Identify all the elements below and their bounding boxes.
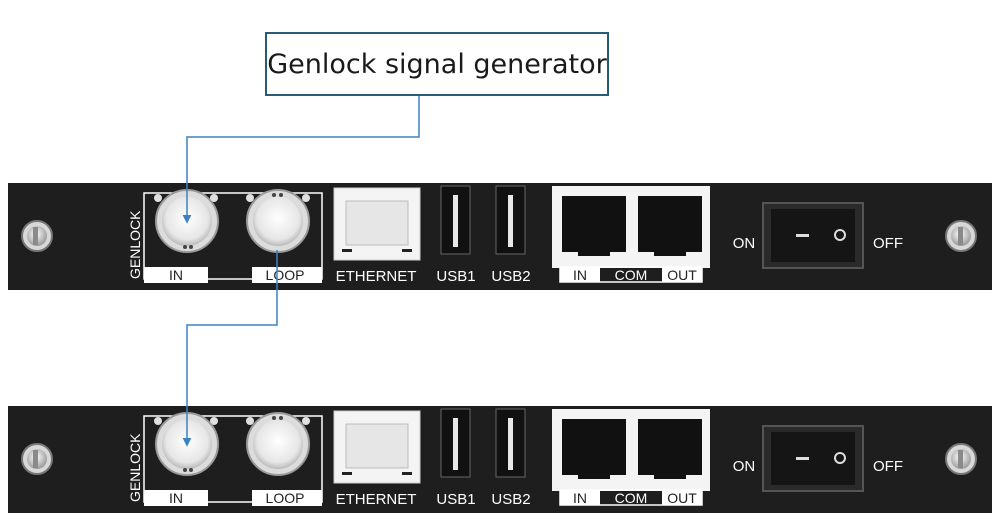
- usb2-label: USB2: [491, 491, 530, 508]
- mounting-screw-icon[interactable]: [945, 443, 977, 475]
- com-out-label: OUT: [667, 490, 697, 506]
- loop-label-strip: [252, 490, 322, 506]
- ethernet-port-icon[interactable]: [333, 410, 421, 484]
- on-label: ON: [733, 235, 756, 252]
- in-label-strip: [144, 267, 208, 283]
- com-out-label: OUT: [667, 267, 697, 283]
- ethernet-label: ETHERNET: [336, 268, 417, 285]
- genlock-label: GENLOCK: [127, 210, 143, 279]
- usb2-port-icon[interactable]: [495, 185, 526, 255]
- mounting-screw-icon[interactable]: [21, 220, 53, 252]
- bnc-loop-connector-icon[interactable]: [246, 189, 310, 253]
- power-switch[interactable]: [762, 202, 864, 269]
- in-label: IN: [169, 490, 183, 506]
- power-off-mark-icon: [834, 452, 846, 464]
- usb1-label: USB1: [436, 268, 475, 285]
- loop-label-strip: [252, 267, 322, 283]
- com-in-port-icon[interactable]: [562, 196, 626, 256]
- ethernet-label: ETHERNET: [336, 491, 417, 508]
- bnc-in-connector-icon[interactable]: [154, 412, 219, 476]
- panel1-loop-to-panel2-in-connector: [182, 250, 278, 447]
- usb1-port-icon[interactable]: [440, 185, 471, 255]
- bnc-loop-connector-icon[interactable]: [246, 412, 310, 476]
- mounting-screw-icon[interactable]: [21, 443, 53, 475]
- in-label-strip: [144, 490, 208, 506]
- loop-label: LOOP: [266, 490, 305, 506]
- ethernet-port-icon[interactable]: [333, 187, 421, 261]
- off-label: OFF: [873, 458, 903, 475]
- genlock-frame: [143, 415, 323, 503]
- device-panel-2: GENLOCK IN LOOP ETHERNET: [8, 406, 992, 513]
- off-label: OFF: [873, 235, 903, 252]
- usb1-port-icon[interactable]: [440, 408, 471, 478]
- com-in-port-icon[interactable]: [562, 419, 626, 479]
- generator-to-panel1-in-connector: [182, 96, 420, 224]
- power-on-mark-icon: [796, 457, 809, 460]
- usb2-port-icon[interactable]: [495, 408, 526, 478]
- com-in-label: IN: [573, 267, 587, 283]
- genlock-frame: [143, 192, 323, 280]
- com-in-label: IN: [573, 490, 587, 506]
- com-out-port-icon[interactable]: [638, 419, 702, 479]
- mounting-screw-icon[interactable]: [945, 220, 977, 252]
- genlock-label: GENLOCK: [127, 433, 143, 502]
- usb2-label: USB2: [491, 268, 530, 285]
- power-switch[interactable]: [762, 425, 864, 492]
- bnc-in-connector-icon[interactable]: [154, 189, 219, 253]
- genlock-signal-generator-label: Genlock signal generator: [267, 48, 607, 80]
- on-label: ON: [733, 458, 756, 475]
- com-out-port-icon[interactable]: [638, 196, 702, 256]
- power-on-mark-icon: [796, 234, 809, 237]
- device-panel-1: GENLOCK IN LOOP: [8, 183, 992, 290]
- in-label: IN: [169, 267, 183, 283]
- com-label: COM: [615, 267, 648, 283]
- genlock-signal-generator-box: Genlock signal generator: [265, 32, 609, 96]
- loop-label: LOOP: [266, 267, 305, 283]
- usb1-label: USB1: [436, 491, 475, 508]
- power-off-mark-icon: [834, 229, 846, 241]
- com-label: COM: [615, 490, 648, 506]
